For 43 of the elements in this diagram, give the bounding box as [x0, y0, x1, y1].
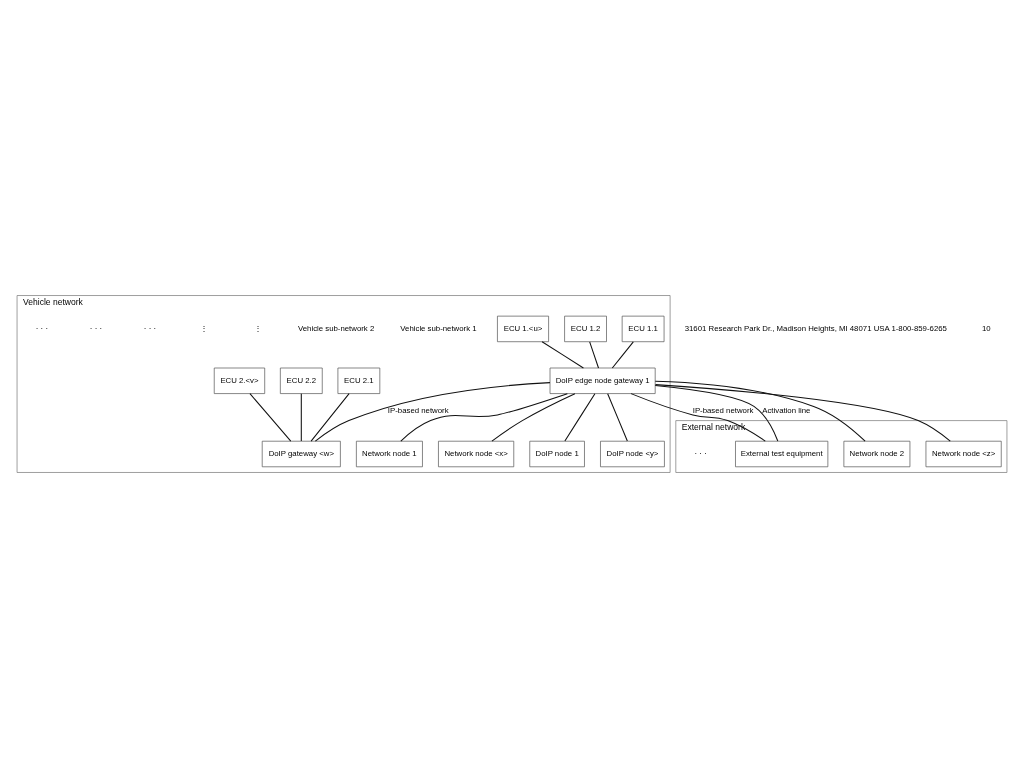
node-box: Network node 1 — [356, 440, 423, 468]
connector — [564, 393, 596, 442]
node-box: ECU 1.<u> — [497, 315, 549, 343]
node-box: DoIP node <y> — [600, 440, 665, 468]
connector — [654, 384, 779, 442]
connector — [611, 341, 634, 369]
connector — [607, 393, 628, 442]
node-box: ECU 1.2 — [564, 315, 607, 343]
label: ⋮ — [253, 323, 262, 333]
label: Vehicle sub-network 1 — [400, 323, 477, 333]
label: · · · — [143, 323, 156, 333]
label: · · · — [35, 323, 48, 333]
label: ⋮ — [199, 323, 208, 333]
node-box: ECU 2.<v> — [213, 367, 266, 394]
connector — [314, 382, 551, 442]
connector — [300, 393, 302, 442]
node-box: External test equipment — [735, 440, 829, 468]
node-box: Network node <x> — [438, 440, 515, 468]
connector — [400, 393, 568, 442]
label: · · · — [694, 448, 707, 458]
node-box: ECU 1.1 — [621, 315, 665, 343]
connector — [491, 393, 576, 442]
edge-label: Activation line — [762, 405, 811, 415]
node-box: ECU 2.2 — [280, 367, 323, 394]
connector — [630, 393, 766, 442]
connector — [249, 393, 292, 442]
connector — [654, 380, 866, 442]
label: Vehicle sub-network 2 — [297, 323, 375, 333]
node-box: DoIP gateway <w> — [261, 440, 341, 468]
connector — [589, 341, 600, 369]
edge-label: IP-based network — [387, 405, 449, 415]
label: · · · — [89, 323, 102, 333]
node-box: DoIP edge node gateway 1 — [549, 367, 656, 394]
node-box: Network node 2 — [843, 440, 911, 468]
node-box: ECU 2.1 — [337, 367, 381, 394]
connector — [310, 393, 350, 442]
edge-label: IP-based network — [692, 405, 754, 415]
connector — [654, 384, 951, 442]
node-box: DoIP node 1 — [529, 440, 585, 468]
connector — [541, 341, 584, 369]
node-box: Network node <z> — [925, 440, 1002, 468]
label: 31601 Research Park Dr., Madison Heights, MI 48071 USA 1-800-859-6265 — [684, 323, 947, 333]
label: 10 — [982, 323, 991, 333]
